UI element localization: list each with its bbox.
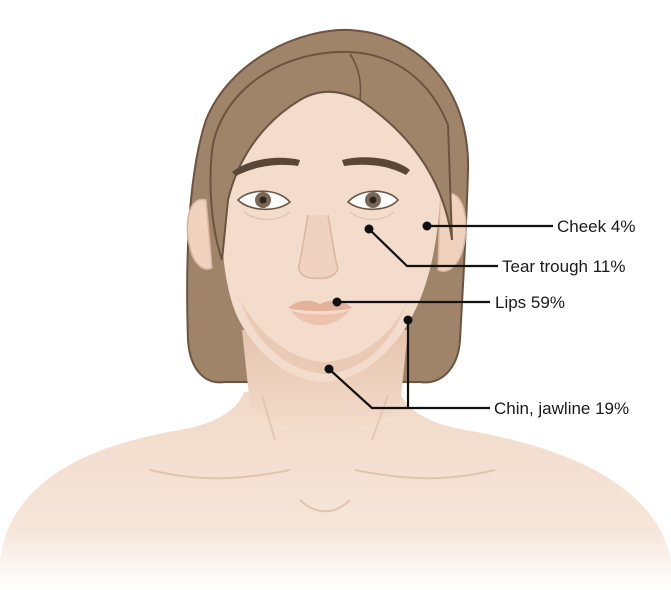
label-cheek: Cheek 4%	[557, 217, 635, 236]
label-chin-jawline: Chin, jawline 19%	[494, 399, 629, 418]
label-lips: Lips 59%	[495, 293, 565, 312]
label-tear-trough: Tear trough 11%	[502, 257, 625, 276]
